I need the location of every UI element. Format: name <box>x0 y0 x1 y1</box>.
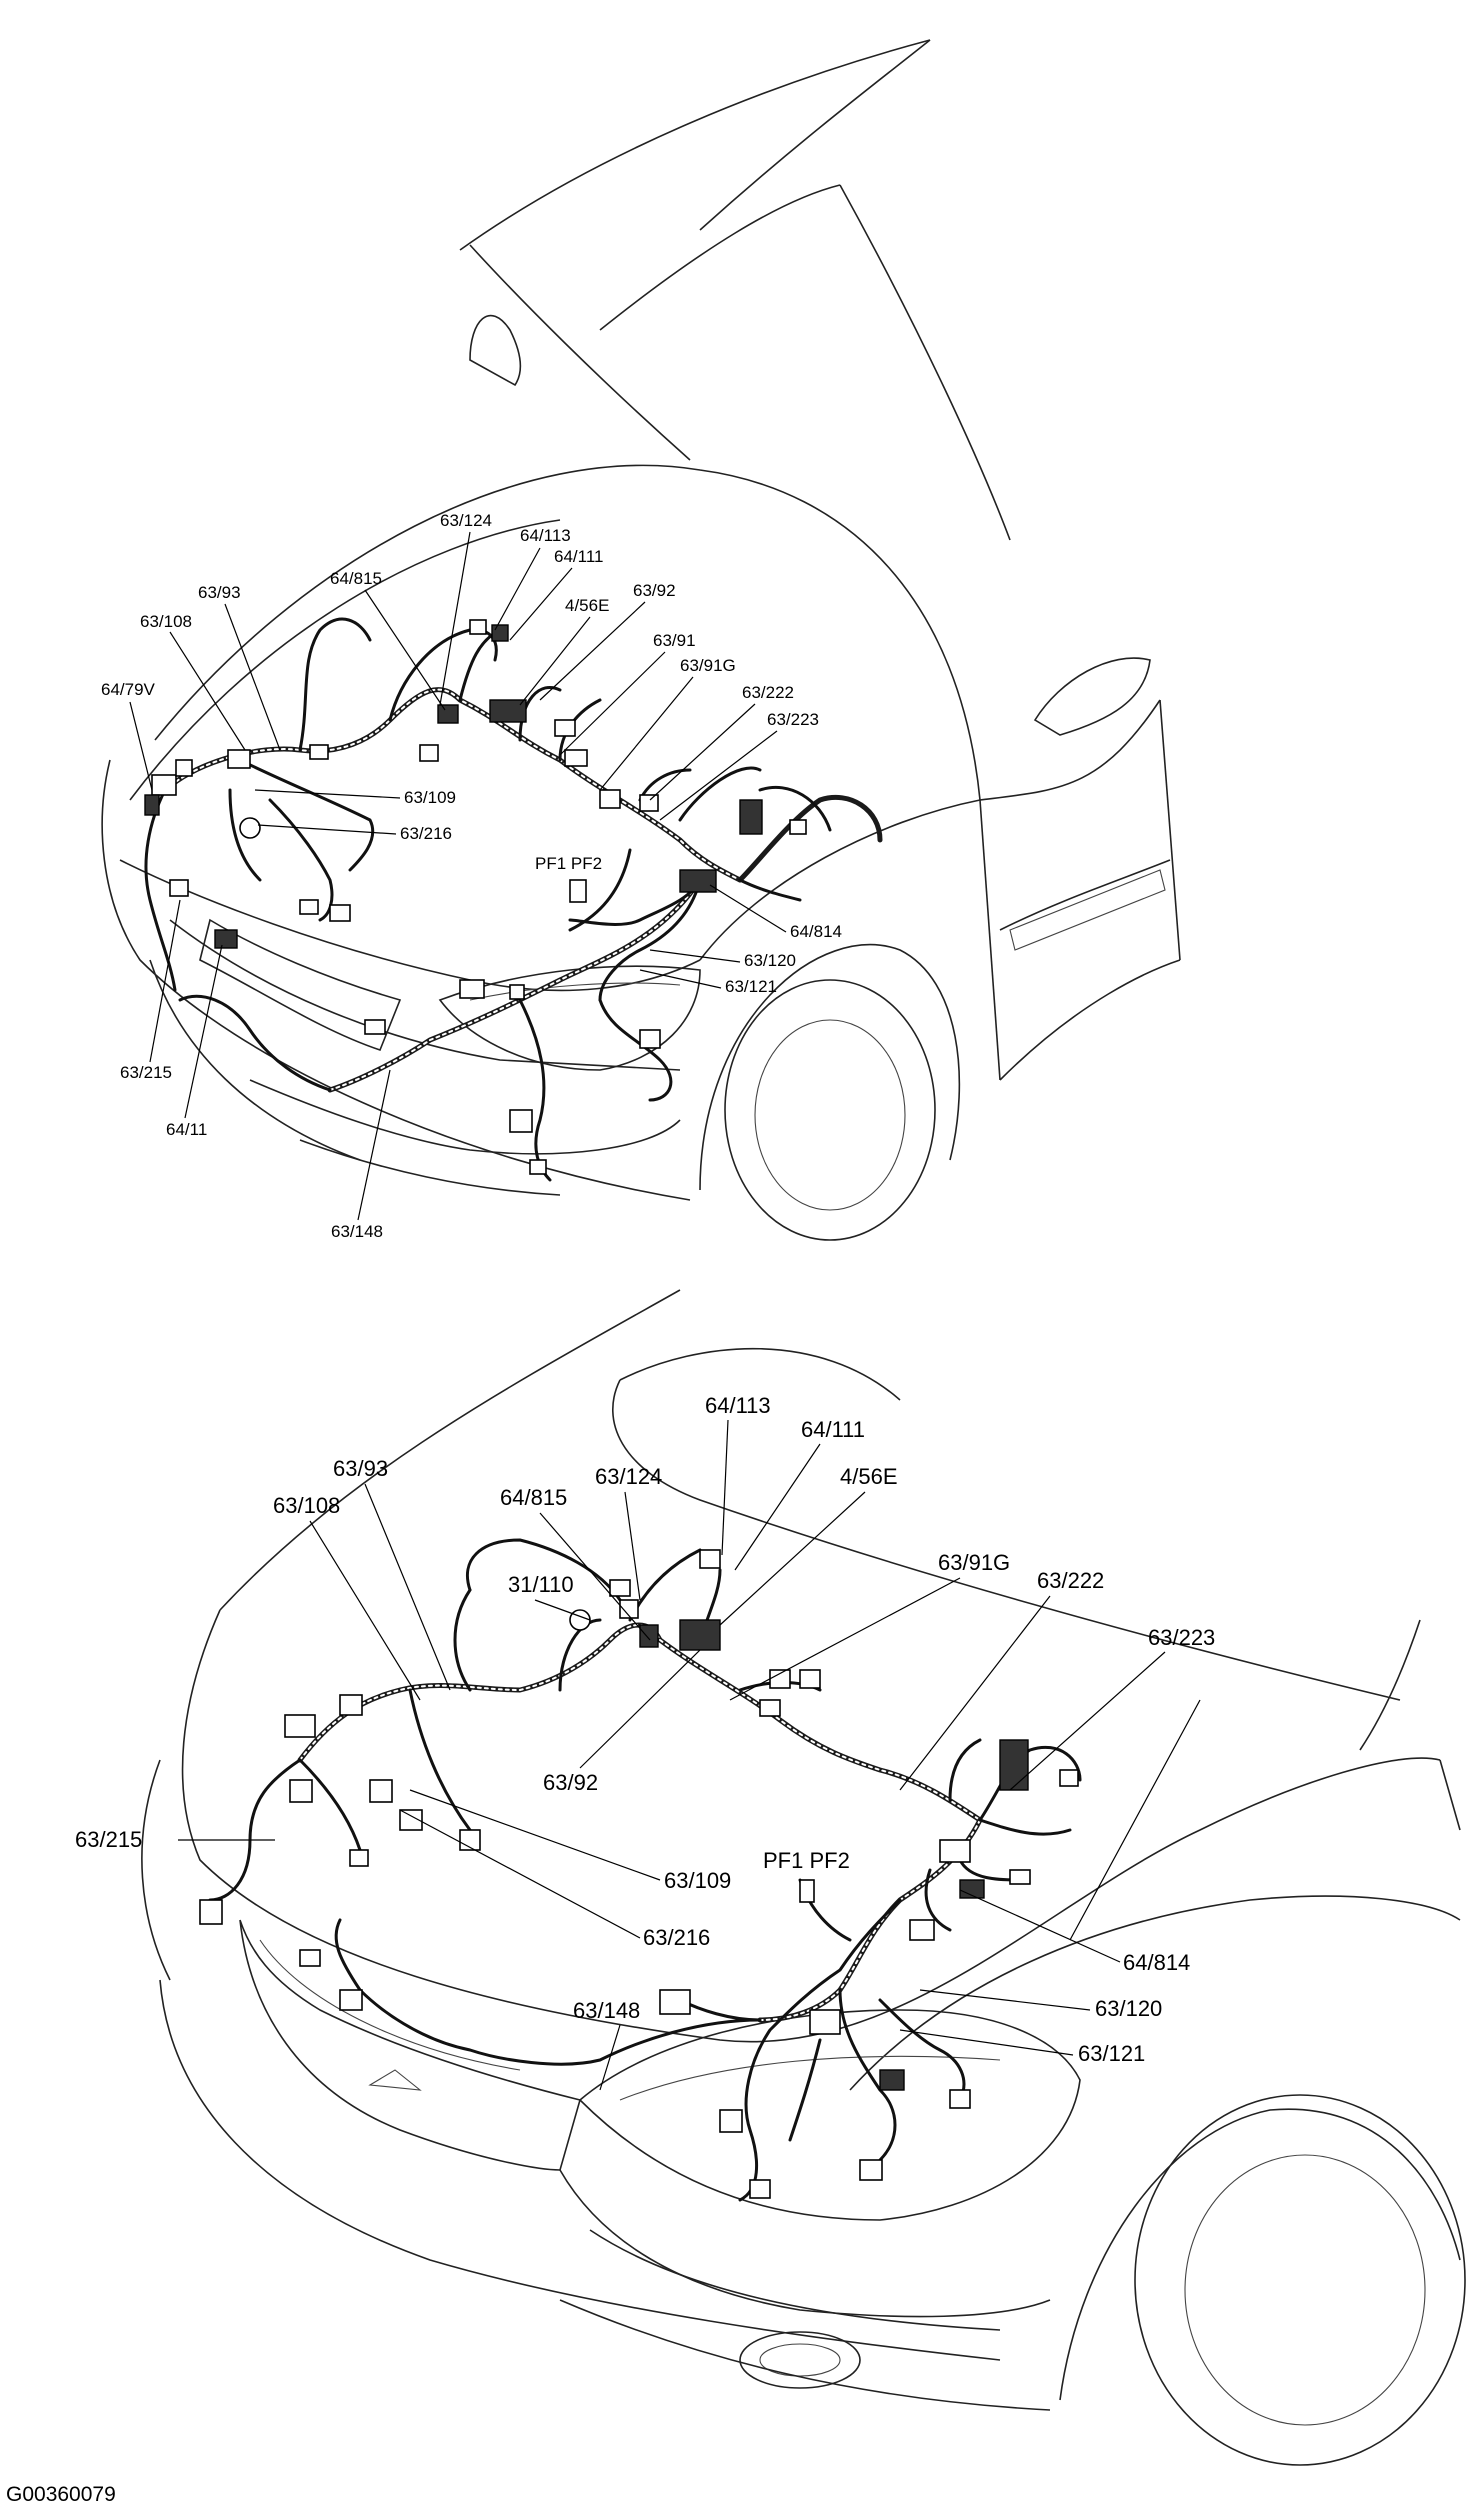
bottom-label-63-223: 63/223 <box>1148 1625 1215 1650</box>
bottom-label-63-216: 63/216 <box>643 1925 710 1950</box>
top-label-pf1-pf2: PF1 PF2 <box>535 854 602 873</box>
top-label-63-108: 63/108 <box>140 612 192 631</box>
bottom-label-64-113: 64/113 <box>705 1393 771 1418</box>
top-label-63-109: 63/109 <box>404 788 456 807</box>
top-label-4-56E: 4/56E <box>565 596 609 615</box>
bottom-label-63-124: 63/124 <box>595 1464 662 1489</box>
bottom-label-pf1-pf2: PF1 PF2 <box>763 1848 850 1873</box>
bottom-label-63-120: 63/120 <box>1095 1996 1162 2021</box>
bottom-label-64-111: 64/111 <box>801 1417 865 1442</box>
bottom-label-64-815: 64/815 <box>500 1485 567 1510</box>
bottom-label-63-222: 63/222 <box>1037 1568 1104 1593</box>
bottom-label-63-93: 63/93 <box>333 1456 388 1481</box>
top-label-64-113: 64/113 <box>520 526 571 545</box>
bottom-labels: 64/113 64/111 63/93 4/56E 64/815 63/124 … <box>75 1393 1215 2066</box>
bottom-label-63-92: 63/92 <box>543 1770 598 1795</box>
top-label-64-11: 64/11 <box>166 1120 207 1139</box>
top-label-63-91G: 63/91G <box>680 656 736 675</box>
bottom-leader-lines <box>178 1419 1201 2091</box>
top-labels: 63/124 64/113 64/111 64/815 63/92 4/56E … <box>101 511 842 1241</box>
bottom-car-drawing <box>141 1289 1466 2466</box>
top-label-63-223: 63/223 <box>767 710 819 729</box>
top-label-63-121: 63/121 <box>725 977 777 996</box>
bottom-label-4-56E: 4/56E <box>840 1464 898 1489</box>
bottom-label-63-91G: 63/91G <box>938 1550 1010 1575</box>
top-label-63-215: 63/215 <box>120 1063 172 1082</box>
figure-code: G00360079 <box>6 2483 116 2506</box>
top-label-64-111: 64/111 <box>554 547 603 566</box>
top-label-63-120: 63/120 <box>744 951 796 970</box>
top-car-drawing <box>101 39 1181 1241</box>
top-label-63-91: 63/91 <box>653 631 696 650</box>
top-label-64-814: 64/814 <box>790 922 842 941</box>
bottom-label-64-814: 64/814 <box>1123 1950 1190 1975</box>
top-label-63-92: 63/92 <box>633 581 676 600</box>
bottom-harness <box>199 1538 1082 2202</box>
top-label-63-222: 63/222 <box>742 683 794 702</box>
top-label-63-93: 63/93 <box>198 583 241 602</box>
bottom-label-63-148: 63/148 <box>573 1998 640 2023</box>
top-label-64-79V: 64/79V <box>101 680 156 699</box>
bottom-label-63-215: 63/215 <box>75 1827 142 1852</box>
bottom-label-31-110: 31/110 <box>508 1572 574 1597</box>
top-leader-lines <box>129 531 787 1221</box>
bottom-label-63-108: 63/108 <box>273 1493 340 1518</box>
top-label-63-124: 63/124 <box>440 511 492 530</box>
bottom-label-63-121: 63/121 <box>1078 2041 1145 2066</box>
top-label-63-216: 63/216 <box>400 824 452 843</box>
top-label-63-148: 63/148 <box>331 1222 383 1241</box>
top-label-64-815: 64/815 <box>330 569 382 588</box>
bottom-label-63-109: 63/109 <box>664 1868 731 1893</box>
top-harness <box>144 617 883 1182</box>
